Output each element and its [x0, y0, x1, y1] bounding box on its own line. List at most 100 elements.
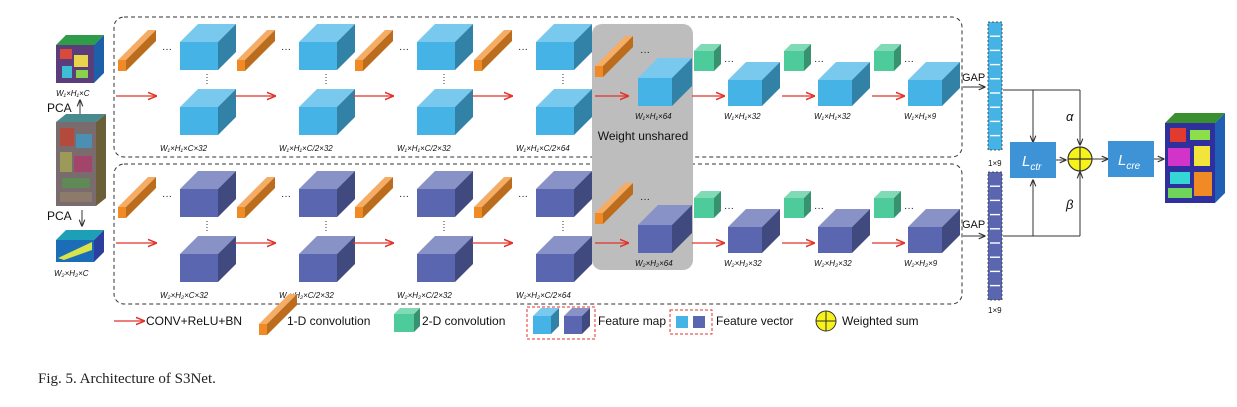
b2-map2-ellipsis: ··· — [724, 203, 734, 214]
weighted-sum-node — [1067, 146, 1093, 172]
b2-stage2-label: W₂×H₂×C/2×32 — [279, 291, 334, 300]
b1-stage4-ellipsis: ··· — [518, 44, 528, 55]
legend-weighted-sum-icon — [815, 310, 837, 332]
b2-map4-cube — [908, 209, 960, 253]
b1-stage4-label: W₁×H₁×C/2×64 — [516, 144, 570, 153]
legend-2d-cube — [394, 308, 420, 332]
b2-map4-ellipsis: ··· — [904, 203, 914, 214]
b2-stage3-conv1d — [355, 177, 393, 218]
b2-map3-label: W₂×H₂×32 — [814, 259, 852, 268]
b1-map3-ellipsis: ··· — [814, 56, 824, 67]
b2-map4-label: W₂×H₂×9 — [904, 259, 938, 268]
legend: CONV+ReLU+BN 1-D convolution 2-D convolu… — [114, 294, 918, 340]
vector-dims-top: 1×9 — [988, 159, 1002, 168]
b2-stage4-cube-bottom — [536, 236, 592, 282]
legend-feature-map-label: Feature map — [598, 314, 666, 328]
b1-map4-ellipsis: ··· — [904, 56, 914, 67]
b2-map1-label: W₂×H₂×64 — [635, 259, 673, 268]
legend-2d-conv-icon — [394, 308, 420, 332]
b1-stage1-label: W₁×H₁×C×32 — [160, 144, 208, 153]
legend-conv-relu-bn-label: CONV+ReLU+BN — [146, 314, 242, 328]
b2-map3-conv2d — [784, 191, 811, 218]
branch2-frame — [113, 163, 963, 305]
b1-stage3-ellipsis: ··· — [399, 44, 409, 55]
b1-stage3-cube-bottom — [417, 89, 473, 135]
legend-weighted-sum-label: Weighted sum — [842, 314, 918, 328]
b2-stage2-cube-top — [299, 171, 355, 217]
feature-vector-top — [987, 21, 1003, 151]
b2-map2-conv2d — [694, 191, 721, 218]
input-hsi-main — [56, 114, 106, 206]
b1-stage1-cube-top — [180, 24, 236, 70]
b2-stage2-ellipsis: ··· — [281, 191, 291, 202]
pca-bottom-label: PCA — [47, 209, 72, 223]
b1-map3-label: W₁×H₁×32 — [814, 112, 851, 121]
legend-2d-conv-label: 2-D convolution — [422, 314, 505, 328]
gap-label-bottom: GAP — [962, 219, 985, 231]
b2-stage1-cube-bottom — [180, 236, 236, 282]
b1-map4-cube — [908, 62, 960, 106]
b1-stage2-conv1d — [237, 30, 275, 71]
gap-label-top: GAP — [962, 72, 985, 84]
legend-map-light — [533, 308, 559, 334]
legend-feature-vector-frame — [669, 309, 713, 335]
b2-stage2-cube-bottom — [299, 236, 355, 282]
b2-map3-ellipsis: ··· — [814, 203, 824, 214]
b2-stage3-cube-bottom — [417, 236, 473, 282]
b1-map3-conv2d — [784, 44, 811, 71]
legend-map-dark — [564, 308, 590, 334]
b1-map1-label: W₁×H₁×64 — [635, 112, 672, 121]
b1-stage4-conv1d — [474, 30, 512, 71]
output-classification-map — [1165, 113, 1225, 203]
loss-cre-box — [1108, 141, 1154, 177]
b2-panel-cube — [638, 205, 692, 253]
b1-panel-cube — [638, 58, 692, 106]
vector-dims-bottom: 1×9 — [988, 306, 1002, 315]
b1-stage1-conv1d — [118, 30, 156, 71]
loss-cre-label: Lcre — [1118, 152, 1141, 172]
legend-feature-vector-label: Feature vector — [716, 314, 793, 328]
input-hsi-bottom — [56, 230, 104, 262]
loss-ctr-box — [1010, 142, 1056, 178]
b1-stage2-cube-top — [299, 24, 355, 70]
b1-map2-conv2d — [694, 44, 721, 71]
b1-stage1-ellipsis: ··· — [162, 44, 172, 55]
b2-map2-cube — [728, 209, 780, 253]
legend-vector-icon-light — [676, 316, 688, 328]
b2-map4-conv2d — [874, 191, 901, 218]
b1-stage2-label: W₁×H₁×C/2×32 — [279, 144, 333, 153]
b2-panel-conv1d — [595, 183, 633, 224]
b2-stage1-label: W₂×H₂×C×32 — [160, 291, 209, 300]
b2-stage2-conv1d — [237, 177, 275, 218]
b1-map4-conv2d — [874, 44, 901, 71]
b1-map2-cube — [728, 62, 780, 106]
b1-stage3-label: W₁×H₁×C/2×32 — [397, 144, 451, 153]
b1-stage3-conv1d — [355, 30, 393, 71]
b2-stage1-cube-top — [180, 171, 236, 217]
beta-label: β — [1065, 197, 1074, 212]
legend-1d-rod — [259, 294, 297, 335]
b2-stage4-label: W₂×H₂×C/2×64 — [516, 291, 571, 300]
b1-map2-ellipsis: ··· — [724, 56, 734, 67]
figure-caption: Fig. 5. Architecture of S3Net. — [38, 371, 216, 387]
input-hsi-top — [56, 35, 104, 83]
b1-stage1-cube-bottom — [180, 89, 236, 135]
b1-panel-ellipsis: ··· — [640, 47, 650, 58]
b1-stage4-cube-top — [536, 24, 592, 70]
network-layers: ··· W₁×H₁×C×32 ··· W₁×H₁×C/2×32 ··· W₁×H₁×C/2… — [116, 24, 960, 300]
b1-stage2-ellipsis: ··· — [281, 44, 291, 55]
b2-stage3-label: W₂×H₂×C/2×32 — [397, 291, 452, 300]
b2-stage4-ellipsis: ··· — [518, 191, 528, 202]
b2-stage4-conv1d — [474, 177, 512, 218]
b1-stage2-cube-bottom — [299, 89, 355, 135]
b2-stage4-cube-top — [536, 171, 592, 217]
b2-map3-cube — [818, 209, 870, 253]
b1-map3-cube — [818, 62, 870, 106]
b1-stage3-cube-top — [417, 24, 473, 70]
loss-ctr-label: Lctr — [1022, 153, 1042, 173]
legend-feature-map-icons — [533, 308, 590, 334]
b1-panel-conv1d — [595, 36, 633, 77]
weight-unshared-label: Weight unshared — [598, 129, 689, 143]
feature-vector-bottom — [987, 171, 1003, 301]
branch1-frame — [113, 16, 963, 158]
